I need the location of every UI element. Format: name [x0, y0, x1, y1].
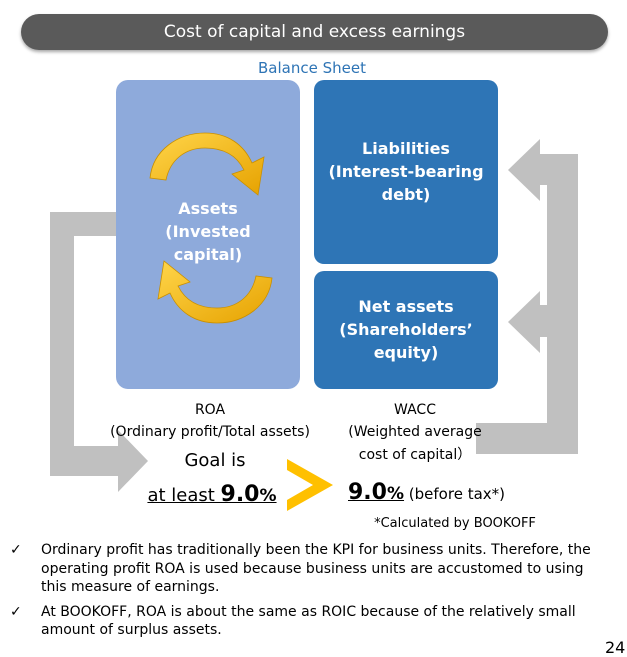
wacc-definition-2: cost of capital）	[358, 447, 472, 463]
roa-goal-line: Goal is	[184, 450, 246, 471]
bullet-item: ✓ Ordinary profit has traditionally been…	[10, 542, 591, 595]
page-number: 24	[605, 638, 626, 657]
check-icon: ✓	[10, 603, 22, 620]
cycle-arrows-icon	[149, 132, 273, 324]
roa-label: ROA	[194, 402, 226, 418]
roa-goal-target: at least 9.0%	[147, 482, 277, 507]
bullet-item: ✓ At BOOKOFF, ROA is about the same as R…	[10, 603, 576, 639]
left-flow-arrow	[50, 212, 148, 492]
slide-title: Cost of capital and excess earnings	[21, 14, 608, 50]
liabilities-box	[314, 80, 498, 264]
wacc-footnote: *Calculated by BOOKOFF	[374, 516, 536, 531]
liabilities-label: Liabilities (Interest-bearing debt)	[328, 139, 484, 204]
right-flow-arrow	[476, 139, 578, 454]
wacc-definition-1: (Weighted average	[348, 424, 482, 440]
greater-than-symbol	[287, 459, 333, 511]
wacc-label: WACC	[394, 402, 436, 418]
wacc-value-line: 9.0% (before tax*)	[348, 480, 505, 505]
balance-sheet-label: Balance Sheet	[258, 59, 366, 77]
check-icon: ✓	[10, 542, 22, 558]
assets-label: Assets (Invested capital)	[165, 199, 251, 264]
net-assets-label: Net assets (Shareholders’ equity)	[339, 297, 473, 362]
bullet-list: ✓ Ordinary profit has traditionally been…	[10, 541, 610, 646]
roa-definition: (Ordinary profit/Total assets)	[110, 424, 310, 440]
net-assets-box	[314, 271, 498, 389]
